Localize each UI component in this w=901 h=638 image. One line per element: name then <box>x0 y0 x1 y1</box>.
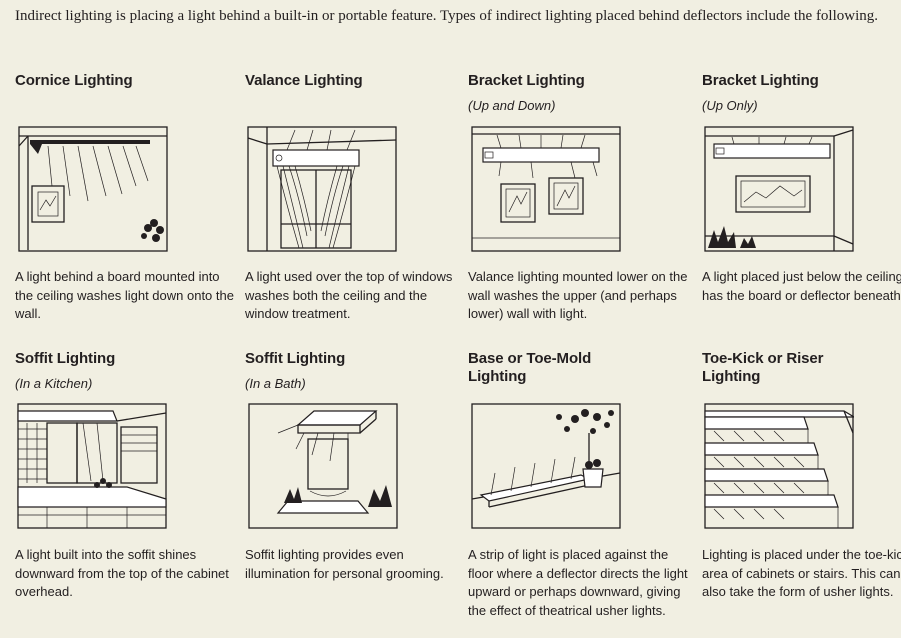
card-description: A light behind a board mounted into the … <box>15 268 240 324</box>
lighting-card-toe-mold: Base or Toe-Mold Lighting <box>468 350 683 386</box>
soffit-kitchen-illustration <box>17 403 167 529</box>
lighting-card-soffit-kitchen: Soffit Lighting (In a Kitchen) <box>15 350 230 392</box>
card-description: A light placed just below the ceiling ha… <box>702 268 901 305</box>
card-title: Bracket Lighting <box>468 72 683 90</box>
card-title: Valance Lighting <box>245 72 460 90</box>
intro-paragraph: Indirect lighting is placing a light beh… <box>15 7 895 26</box>
card-description: Valance lighting mounted lower on the wa… <box>468 268 693 324</box>
lighting-card-soffit-bath: Soffit Lighting (In a Bath) <box>245 350 460 392</box>
valance-lighting-illustration <box>247 126 397 252</box>
card-title: Toe-Kick or Riser Lighting <box>702 350 901 386</box>
card-description: A strip of light is placed against the f… <box>468 546 693 620</box>
card-subtitle: (In a Kitchen) <box>15 376 230 392</box>
lighting-card-cornice: Cornice Lighting <box>15 72 230 90</box>
card-title: Bracket Lighting <box>702 72 901 90</box>
lighting-card-valance: Valance Lighting <box>245 72 460 90</box>
card-title: Soffit Lighting <box>245 350 460 368</box>
bracket-up-only-illustration <box>704 126 854 252</box>
toe-kick-riser-illustration <box>704 403 854 529</box>
card-description: A light built into the soffit shines dow… <box>15 546 240 602</box>
card-description: Lighting is placed under the toe-kick ar… <box>702 546 901 602</box>
soffit-bath-illustration <box>248 403 398 529</box>
lighting-card-toe-kick-riser: Toe-Kick or Riser Lighting <box>702 350 901 386</box>
toe-mold-illustration <box>471 403 621 529</box>
card-subtitle: (Up Only) <box>702 98 901 114</box>
card-description: A light used over the top of windows was… <box>245 268 470 324</box>
cornice-lighting-illustration <box>18 126 168 252</box>
lighting-card-bracket-up-only: Bracket Lighting (Up Only) <box>702 72 901 114</box>
card-subtitle: (In a Bath) <box>245 376 460 392</box>
card-title: Cornice Lighting <box>15 72 230 90</box>
card-title: Soffit Lighting <box>15 350 230 368</box>
card-subtitle: (Up and Down) <box>468 98 683 114</box>
bracket-up-down-illustration <box>471 126 621 252</box>
card-description: Soffit lighting provides even illuminati… <box>245 546 470 583</box>
card-title: Base or Toe-Mold Lighting <box>468 350 683 386</box>
lighting-card-bracket-up-down: Bracket Lighting (Up and Down) <box>468 72 683 114</box>
